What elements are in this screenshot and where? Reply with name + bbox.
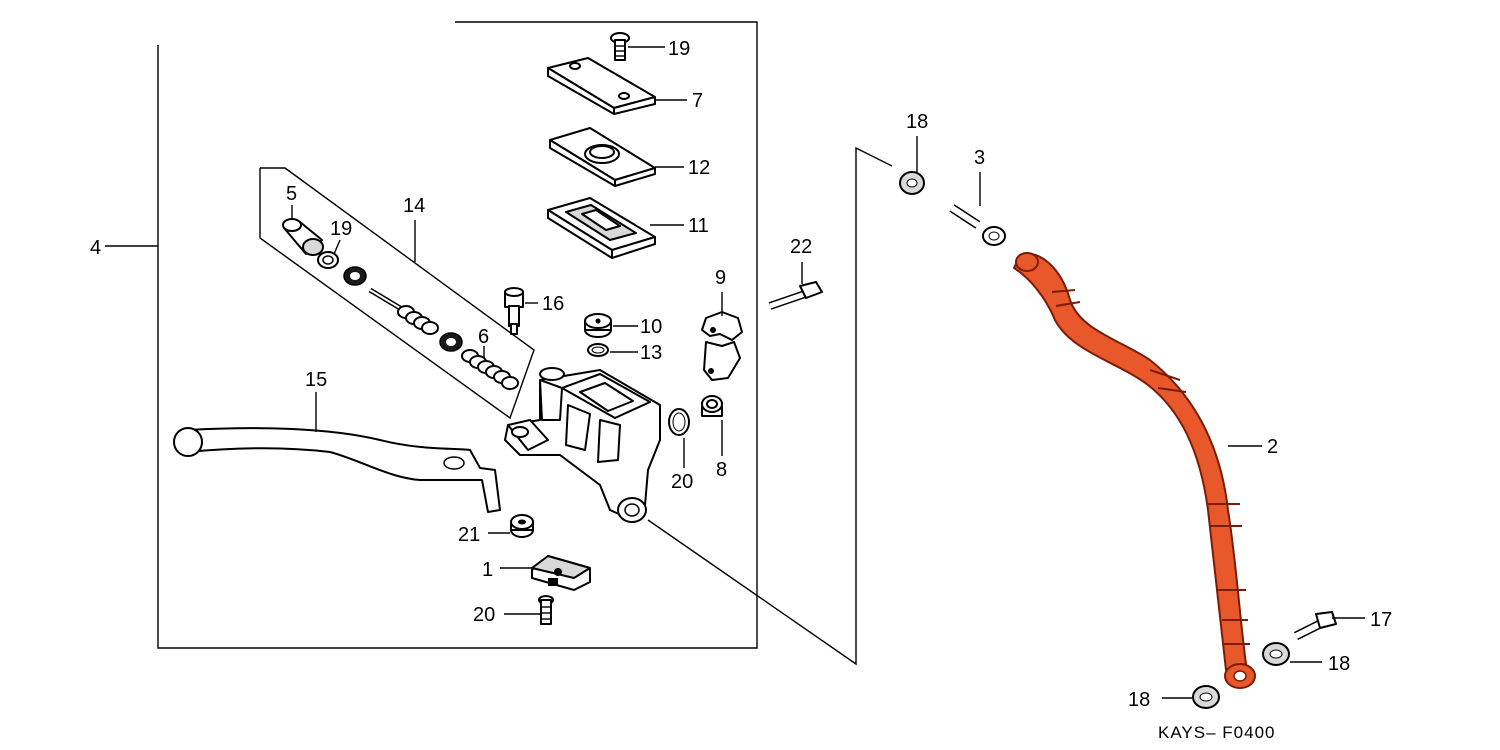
leader-lines bbox=[291, 46, 1365, 699]
nut-23 bbox=[510, 514, 534, 538]
callout-19: 19 bbox=[330, 218, 352, 240]
callout-7: 7 bbox=[692, 90, 703, 112]
piston-set-14 bbox=[343, 266, 463, 352]
washer-18-right bbox=[1262, 642, 1290, 666]
callout-17: 17 bbox=[1370, 609, 1392, 631]
callout-1: 1 bbox=[482, 559, 493, 581]
diagram-code: KAYS– F0400 bbox=[1158, 723, 1275, 742]
callout-18-right: 18 bbox=[1328, 653, 1350, 675]
callout-4: 4 bbox=[90, 237, 101, 259]
bolt-17 bbox=[1293, 611, 1337, 641]
callout-10: 10 bbox=[640, 316, 662, 338]
callout-5: 5 bbox=[286, 183, 297, 205]
bolt-24 bbox=[768, 281, 823, 310]
circlip-19 bbox=[317, 251, 339, 269]
callout-18-bottom: 18 bbox=[1128, 689, 1150, 711]
callout-18-top: 18 bbox=[906, 111, 928, 133]
brake-hose-2 bbox=[1013, 252, 1256, 689]
callout-labels: 19 7 12 11 4 14 5 19 6 16 10 13 9 15 20 … bbox=[90, 38, 1392, 742]
plug-8 bbox=[701, 395, 723, 417]
callout-11: 11 bbox=[688, 215, 709, 237]
callout-3: 3 bbox=[974, 147, 985, 169]
bolt-16 bbox=[504, 287, 524, 335]
holder-9 bbox=[701, 311, 743, 381]
spring-6 bbox=[461, 349, 519, 390]
switch-1 bbox=[531, 555, 591, 591]
diaphragm-11 bbox=[547, 197, 656, 259]
washer-18-bottom bbox=[1192, 685, 1220, 709]
callout-16: 16 bbox=[542, 293, 564, 315]
brake-lever-15 bbox=[173, 427, 501, 513]
screw-21 bbox=[610, 32, 630, 61]
callout-15: 15 bbox=[305, 369, 327, 391]
reservoir-cap-7 bbox=[547, 57, 656, 115]
nut-10 bbox=[584, 313, 612, 338]
diaphragm-plate-12 bbox=[549, 127, 656, 187]
bolt-3 bbox=[949, 204, 1006, 246]
callout-14: 14 bbox=[403, 195, 425, 217]
callout-22: 20 bbox=[473, 604, 495, 626]
assembly-frame bbox=[105, 21, 893, 666]
o-ring-13 bbox=[587, 343, 609, 357]
boot-5 bbox=[282, 218, 324, 256]
callout-2: 2 bbox=[1267, 436, 1278, 458]
callout-6: 6 bbox=[478, 326, 489, 348]
master-cylinder-body bbox=[504, 367, 661, 523]
callout-8: 8 bbox=[716, 459, 727, 481]
washer-18-top bbox=[899, 171, 925, 195]
callout-13: 13 bbox=[640, 342, 662, 364]
callout-12: 12 bbox=[688, 157, 710, 179]
callout-23: 21 bbox=[458, 524, 480, 546]
callout-9: 9 bbox=[715, 267, 726, 289]
callout-24: 22 bbox=[790, 236, 812, 258]
screw-22 bbox=[538, 595, 554, 625]
callout-21: 19 bbox=[668, 38, 690, 60]
o-ring-20 bbox=[668, 408, 690, 436]
callout-20: 20 bbox=[671, 471, 693, 493]
